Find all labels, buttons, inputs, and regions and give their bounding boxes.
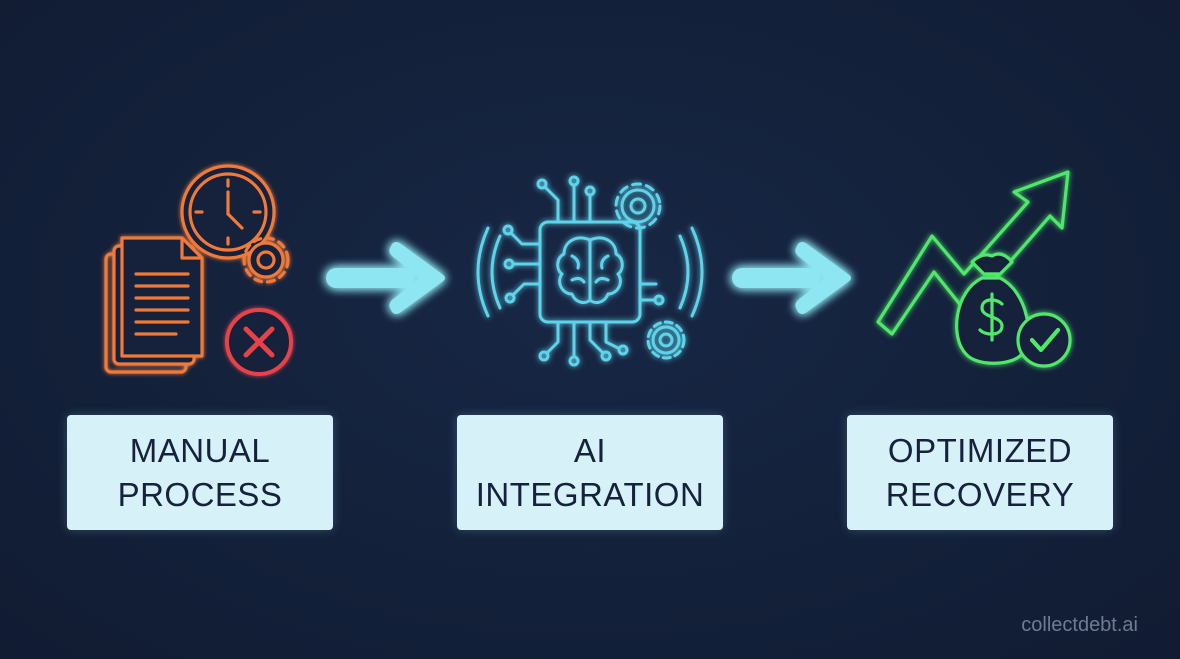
growth-arrow-money-bag-check-icon [876,170,1072,368]
stage-label-line: MANUAL [129,431,271,469]
stage-label-line: INTEGRATION [475,475,705,513]
stage-label-optimized-recovery: OPTIMIZED RECOVERY [847,415,1113,530]
stage-label-line: OPTIMIZED [887,431,1073,469]
ai-brain-chip-icon [476,175,704,367]
arrow-right-icon [732,242,851,314]
stage-label-line: RECOVERY [885,475,1075,513]
stage-label-line: PROCESS [117,475,283,513]
documents-clock-gear-error-icon [104,164,293,376]
arrow-right-icon [326,242,445,314]
stage-label-ai-integration: AI INTEGRATION [457,415,723,530]
watermark: collectdebt.ai [1021,614,1138,636]
stage-label-manual-process: MANUAL PROCESS [67,415,333,530]
stage-label-line: AI [573,431,607,469]
